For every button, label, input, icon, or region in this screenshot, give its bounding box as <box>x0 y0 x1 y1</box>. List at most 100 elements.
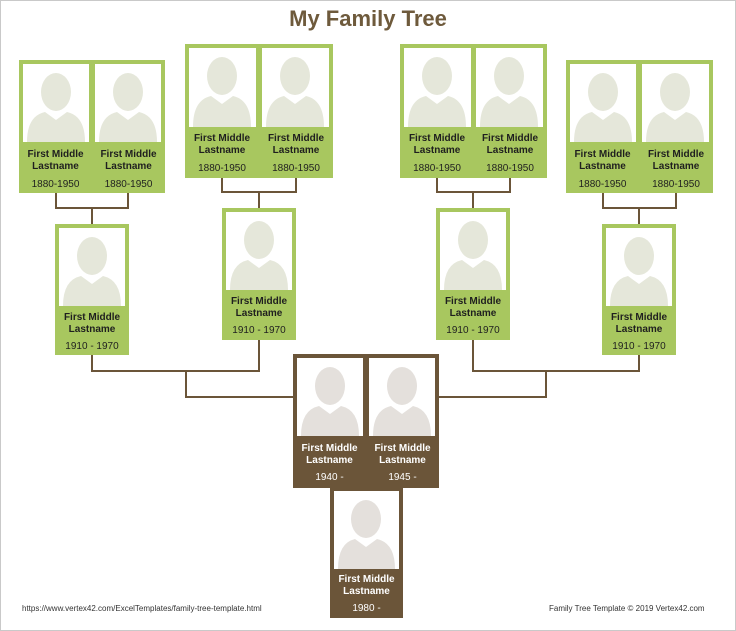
person-years: 1940 - <box>315 472 344 483</box>
person-silhouette-icon <box>301 367 359 436</box>
person-silhouette-icon <box>63 237 121 306</box>
person-photo <box>260 46 331 129</box>
first-middle-name: First Middle <box>27 149 84 160</box>
last-name: Lastname <box>235 308 283 319</box>
person-photo <box>224 210 294 292</box>
first-middle-name: First Middle <box>408 133 466 144</box>
page-title: My Family Tree <box>289 6 447 31</box>
last-name: Lastname <box>579 161 626 172</box>
person-photo <box>367 356 437 438</box>
first-middle-name: First Middle <box>481 133 539 144</box>
first-middle-name: First Middle <box>301 443 358 454</box>
last-name: Lastname <box>652 161 700 172</box>
person-silhouette-icon <box>610 237 668 306</box>
person-silhouette-icon <box>338 500 395 569</box>
first-middle-name: First Middle <box>100 149 157 160</box>
last-name: Lastname <box>343 586 390 597</box>
footer-url[interactable]: https://www.vertex42.com/ExcelTemplates/… <box>22 604 262 613</box>
first-middle-name: First Middle <box>267 133 325 144</box>
person-silhouette-icon <box>646 73 704 142</box>
person-years: 1880-1950 <box>31 179 80 190</box>
last-name: Lastname <box>306 455 353 466</box>
last-name: Lastname <box>615 324 663 335</box>
person-years: 1945 - <box>388 472 417 483</box>
person-silhouette-icon <box>444 221 502 290</box>
person-years: 1880-1950 <box>652 179 700 190</box>
person-silhouette-icon <box>408 57 466 127</box>
person-years: 1910 - 1970 <box>232 325 286 336</box>
person-photo <box>187 46 258 129</box>
person-silhouette-icon <box>193 57 251 127</box>
first-middle-name: First Middle <box>610 312 668 323</box>
last-name: Lastname <box>413 145 461 156</box>
first-middle-name: First Middle <box>374 443 431 454</box>
person-silhouette-icon <box>574 73 632 142</box>
person-silhouette-icon <box>27 73 85 142</box>
first-middle-name: First Middle <box>647 149 705 160</box>
person-silhouette-icon <box>99 73 157 142</box>
person-years: 1880-1950 <box>413 163 461 174</box>
person-years: 1910 - 1970 <box>446 325 500 336</box>
first-middle-name: First Middle <box>230 296 288 307</box>
person-photo <box>402 46 473 129</box>
person-silhouette-icon <box>373 367 431 436</box>
person-years: 1880-1950 <box>104 179 153 190</box>
last-name: Lastname <box>68 324 116 335</box>
first-middle-name: First Middle <box>338 574 395 585</box>
last-name: Lastname <box>32 161 79 172</box>
person-years: 1910 - 1970 <box>65 341 119 352</box>
first-middle-name: First Middle <box>574 149 631 160</box>
person-years: 1980 - <box>352 603 381 614</box>
person-photo <box>332 489 401 571</box>
person-photo <box>93 62 163 144</box>
first-middle-name: First Middle <box>63 312 121 323</box>
person-photo <box>474 46 545 129</box>
person-years: 1880-1950 <box>272 163 320 174</box>
person-photo <box>604 226 674 308</box>
last-name: Lastname <box>105 161 152 172</box>
last-name: Lastname <box>198 145 246 156</box>
last-name: Lastname <box>449 308 497 319</box>
person-photo <box>438 210 508 292</box>
footer-copyright: Family Tree Template © 2019 Vertex42.com <box>549 604 705 613</box>
last-name: Lastname <box>379 455 426 466</box>
person-years: 1880-1950 <box>198 163 246 174</box>
person-silhouette-icon <box>480 57 538 127</box>
person-photo <box>295 356 365 438</box>
person-photo <box>640 62 711 144</box>
person-silhouette-icon <box>266 57 324 127</box>
person-years: 1910 - 1970 <box>612 341 666 352</box>
first-middle-name: First Middle <box>193 133 251 144</box>
person-photo <box>568 62 638 144</box>
person-years: 1880-1950 <box>486 163 534 174</box>
person-photo <box>57 226 127 308</box>
person-years: 1880-1950 <box>578 179 627 190</box>
person-photo <box>21 62 91 144</box>
